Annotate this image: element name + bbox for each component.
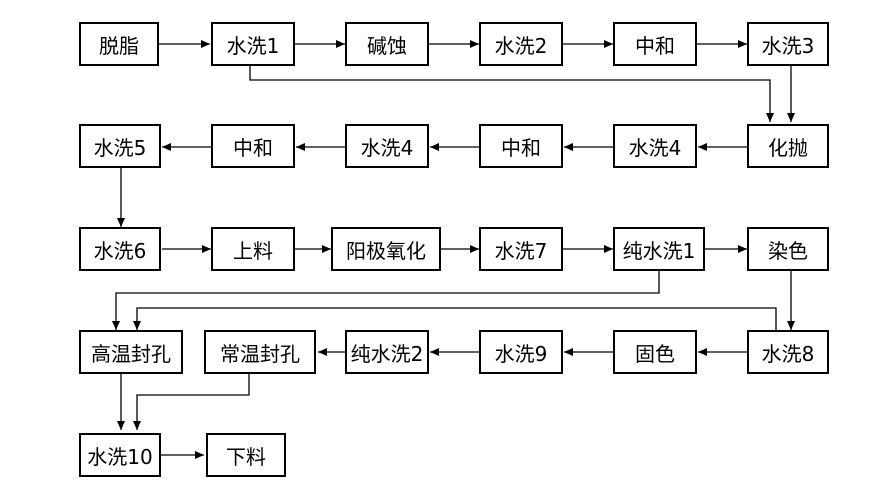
step-rinse-1: 水洗1 — [211, 22, 295, 66]
step-fix-color: 固色 — [613, 330, 697, 374]
step-rinse-9: 水洗9 — [479, 330, 563, 374]
step-rinse-4b: 水洗4 — [345, 124, 429, 168]
step-high-temp-seal: 高温封孔 — [79, 330, 183, 374]
step-rinse-4a: 水洗4 — [613, 124, 697, 168]
step-dye: 染色 — [747, 227, 829, 271]
arrow-pure-rinse1-high-temp-seal — [112, 270, 660, 330]
step-neutralize-3: 中和 — [211, 124, 295, 168]
step-rinse-5: 水洗5 — [79, 124, 161, 168]
step-rinse-10: 水洗10 — [79, 433, 161, 477]
step-rinse-2: 水洗2 — [479, 22, 563, 66]
step-pure-rinse-2: 纯水洗2 — [345, 330, 429, 374]
step-pure-rinse-1: 纯水洗1 — [613, 227, 705, 271]
step-neutralize-2: 中和 — [479, 124, 563, 168]
arrow-room-temp-seal-rinse10 — [133, 373, 250, 430]
step-anodize: 阳极氧化 — [331, 227, 441, 271]
step-neutralize-1: 中和 — [613, 22, 697, 66]
arrow-rinse8-high-temp-seal — [133, 307, 777, 330]
step-rinse-7: 水洗7 — [479, 227, 563, 271]
step-chem-polish: 化抛 — [747, 124, 829, 168]
step-rinse-6: 水洗6 — [79, 227, 161, 271]
step-room-temp-seal: 常温封孔 — [204, 330, 316, 374]
step-degrease: 脱脂 — [79, 22, 159, 66]
step-unload: 下料 — [206, 433, 286, 477]
step-load: 上料 — [211, 227, 295, 271]
arrow-rinse1-chem-polish — [249, 66, 774, 122]
step-rinse-8: 水洗8 — [747, 330, 829, 374]
step-alkali-etch: 碱蚀 — [345, 22, 429, 66]
step-rinse-3: 水洗3 — [747, 22, 829, 66]
